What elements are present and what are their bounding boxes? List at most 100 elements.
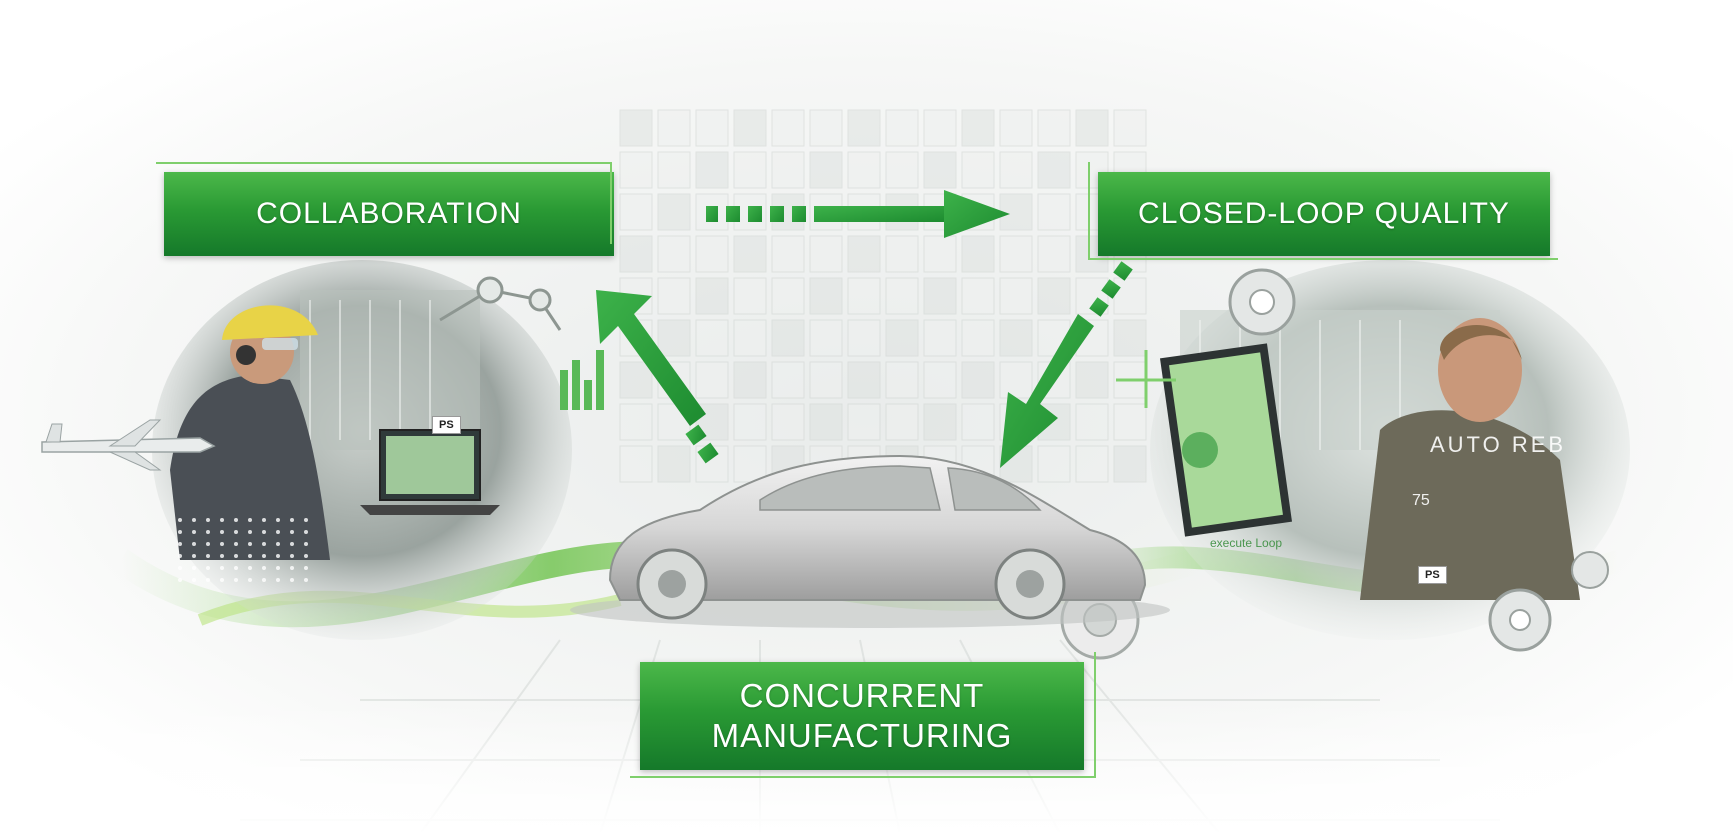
wall-cube [1037,109,1071,147]
decor-dot [178,518,182,522]
airplane-icon [41,419,216,471]
wall-cube [961,403,995,441]
decor-dot [220,542,224,546]
decor-dot [248,542,252,546]
decor-dot [220,518,224,522]
wall-cube [999,277,1033,315]
laptop-icon [360,429,500,515]
wall-cube [1037,445,1071,483]
decor-dot [262,554,266,558]
wall-cube [1037,193,1071,231]
wall-cube [1037,151,1071,189]
wall-cube [923,277,957,315]
decor-dot [304,554,308,558]
decor-dot [192,530,196,534]
wall-cube [657,109,691,147]
gear-icon [1228,268,1609,652]
ps-tag-left: PS [432,416,461,434]
wall-cube [961,151,995,189]
wall-cube [733,109,767,147]
wall-cube [733,235,767,273]
decor-dot [192,566,196,570]
wall-cube [619,235,653,273]
wall-cube [733,445,767,483]
decor-dot [248,530,252,534]
wall-cube [999,361,1033,399]
decor-dot [206,530,210,534]
worker-figure [170,305,330,560]
concurrent-manufacturing-label: CONCURRENT MANUFACTURING [630,652,1096,778]
wall-cube [695,319,729,357]
wall-cube [809,235,843,273]
decor-dot [206,554,210,558]
wall-cube [771,109,805,147]
wall-cube [885,151,919,189]
decor-dot [276,542,280,546]
hud-autoreb-text: AUTO REB [1430,432,1567,457]
wall-cube [695,109,729,147]
car-icon [570,454,1170,628]
wall-cube [923,403,957,441]
ps-tag-right: PS [1418,566,1447,584]
wall-cube [771,319,805,357]
collaboration-label: COLLABORATION [156,162,614,256]
wall-cube [1113,109,1147,147]
wall-cube [961,361,995,399]
left-scene-circle [152,260,604,640]
monitor-icon [1159,343,1293,537]
robot-arm-icon [439,276,562,331]
arrow-up-left-icon [596,290,719,464]
closed-loop-quality-text: CLOSED-LOOP QUALITY [1138,197,1510,230]
decor-dot [234,554,238,558]
wall-cube [809,319,843,357]
decor-dot [178,566,182,570]
wall-cube [809,361,843,399]
wall-cube [657,445,691,483]
hud-execute-text: execute Loop [1210,536,1283,550]
wall-cube [771,151,805,189]
decor-dot [290,554,294,558]
wall-cube [619,151,653,189]
decor-dot [304,566,308,570]
wall-cube [961,277,995,315]
wall-cube [885,403,919,441]
wall-cube [1113,277,1147,315]
decor-dot [276,554,280,558]
mini-bar-chart-icon [560,350,604,410]
wall-cube [733,319,767,357]
decor-dot [248,518,252,522]
decor-dot [234,566,238,570]
decor-dot [290,542,294,546]
wall-cube [923,235,957,273]
wall-cube [695,361,729,399]
wall-cube [1113,403,1147,441]
decor-dot [192,578,196,582]
wall-cube [1075,361,1109,399]
wall-cube [1037,277,1071,315]
wall-cube [619,109,653,147]
wall-cube [999,193,1033,231]
engineer-figure [1360,318,1580,600]
wall-cube [847,109,881,147]
wall-cube [657,235,691,273]
wall-cube [999,319,1033,357]
arrow-right-icon [706,190,1010,238]
wall-cube [961,235,995,273]
wall-cube [847,319,881,357]
decor-dot [178,554,182,558]
wall-cube [847,277,881,315]
wall-cube [1037,235,1071,273]
wall-cube [619,445,653,483]
decor-dot [206,566,210,570]
decor-dot [304,518,308,522]
decor-dot [178,530,182,534]
wall-cube [961,319,995,357]
wall-cube [885,319,919,357]
wall-cube [923,361,957,399]
wall-cube [847,361,881,399]
decor-dot [290,530,294,534]
right-scene-circle [1116,260,1630,640]
concurrent-text-line2: MANUFACTURING [711,717,1013,754]
wall-cube [657,277,691,315]
